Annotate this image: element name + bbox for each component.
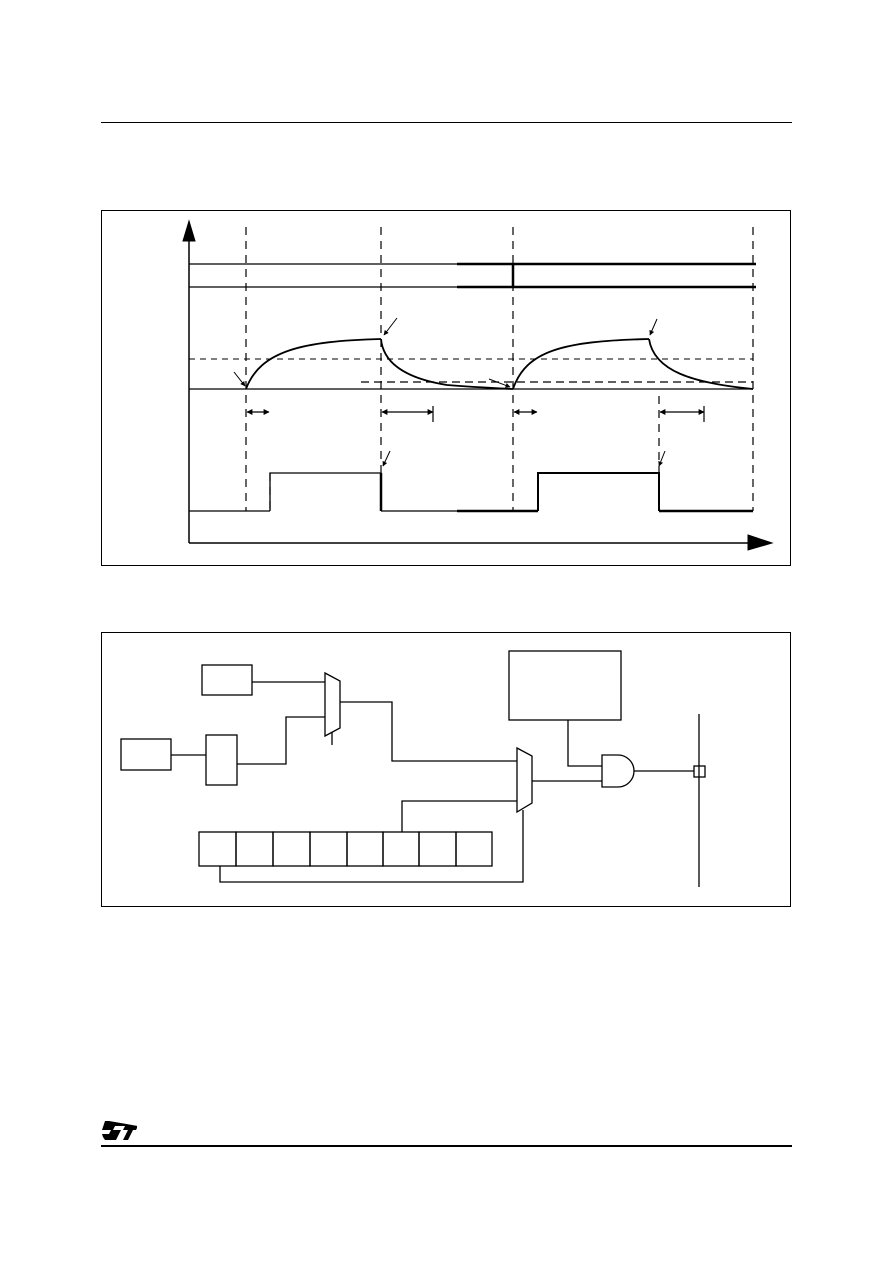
callout-arrow-6 [658,450,666,467]
callout-arrow-4 [649,318,658,336]
callout-arrow-2 [383,317,398,336]
register-bit-4 [309,831,348,867]
charge-curve-2 [512,338,650,390]
digital-output [189,472,753,513]
wire-control-to-gate [567,720,602,767]
footer-rule [101,1145,792,1147]
discharge-curve-2 [648,338,754,390]
and-gate [601,754,635,788]
wire-register-select [219,810,524,883]
source-block-top [201,664,253,696]
register-bit-7 [198,831,237,867]
interval-arrows [246,406,705,422]
register-bit-6 [235,831,274,867]
timing-diagram [101,210,791,566]
control-block [508,650,622,721]
register-bit-1 [418,831,457,867]
divider-block [205,734,238,786]
register-cells [198,831,493,867]
source-block-left [120,738,172,771]
x-axis-arrowhead [747,534,774,551]
multiplexer-1 [324,671,341,738]
register-bit-2 [382,831,420,867]
multiplexer-2 [516,746,533,814]
charge-curve-1 [245,338,382,390]
callout-arrow-5 [382,450,391,467]
y-axis-arrowhead [182,219,196,242]
timing-diagram-canvas [182,219,774,551]
register-bit-5 [272,831,311,867]
st-logo [101,1119,138,1141]
callout-arrow-1 [233,371,246,387]
top-signal [189,262,756,289]
callout-arrows [233,317,666,467]
register-bit-3 [346,831,384,867]
wire-register-to-mux2 [401,800,517,832]
header-rule [101,122,792,123]
discharge-curve-1 [380,338,514,390]
block-diagram [101,632,791,907]
analog-waveform [189,338,754,390]
wire-divider-to-mux1 [237,716,325,765]
time-markers [245,227,754,511]
callout-arrow-3 [488,378,511,388]
wire-mux1-to-mux2 [340,701,517,762]
register-bit-0 [455,831,493,867]
block-diagram-canvas [120,650,706,887]
